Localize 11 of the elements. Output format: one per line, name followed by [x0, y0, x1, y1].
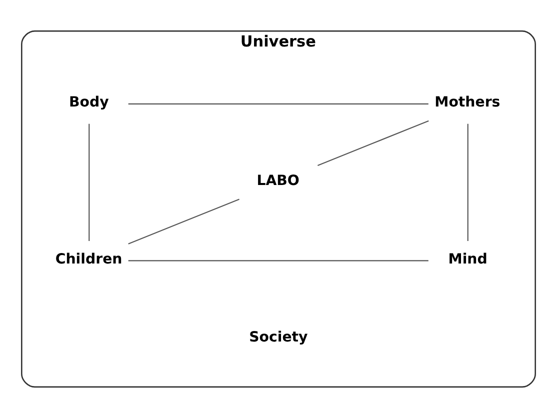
connector — [467, 124, 468, 241]
node-text: Body — [69, 94, 109, 111]
node-text: Children — [55, 251, 122, 268]
connector — [128, 198, 240, 244]
connector — [128, 260, 428, 262]
node-text: Mind — [448, 251, 488, 268]
connector — [88, 124, 90, 241]
node-text: LABO — [256, 172, 300, 189]
connector — [317, 120, 429, 166]
node-text: Mothers — [434, 94, 500, 111]
connector — [128, 103, 428, 105]
